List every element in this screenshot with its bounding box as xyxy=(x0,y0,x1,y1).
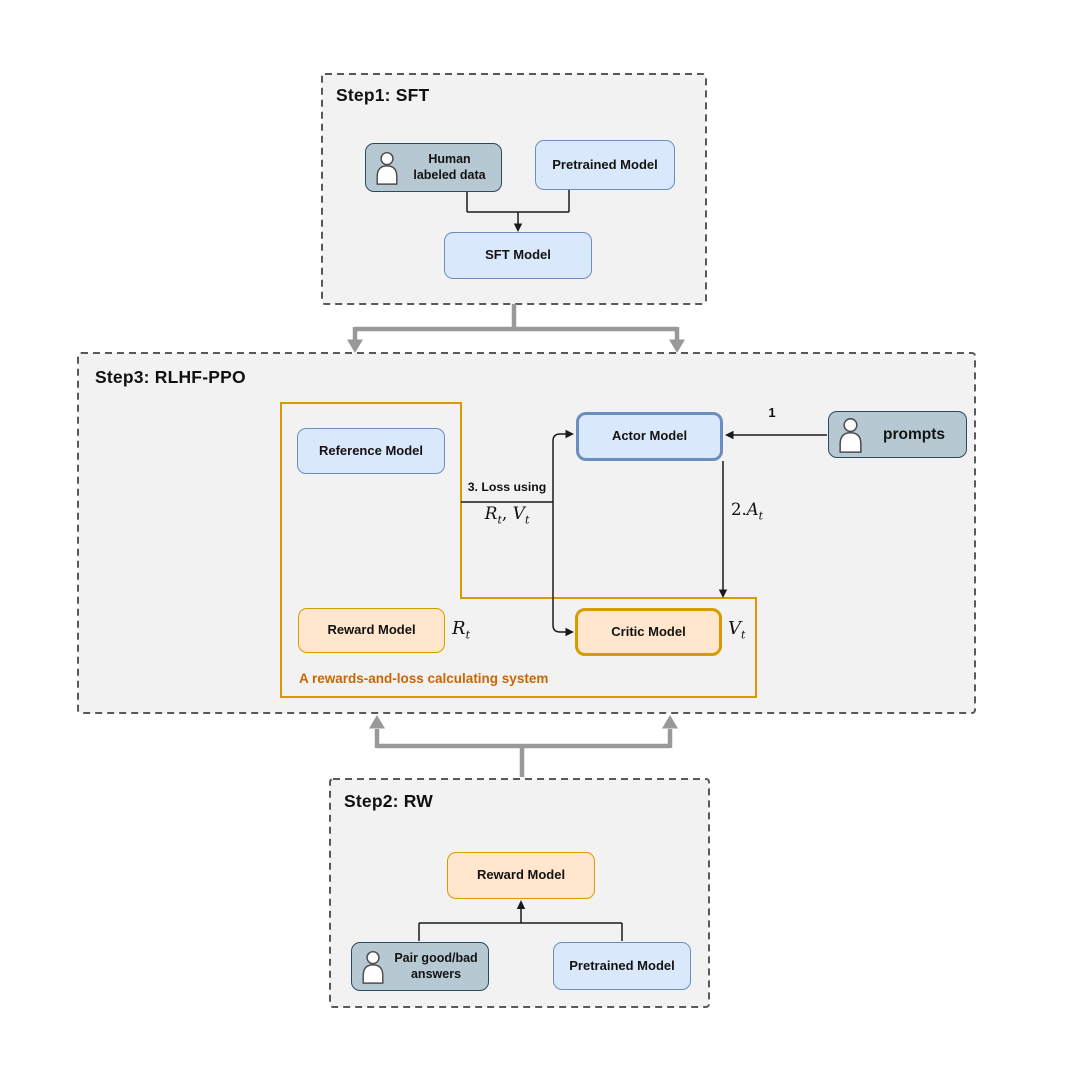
rt-label: Rt xyxy=(452,618,470,642)
math-two: 2. xyxy=(731,500,747,519)
actor-model-box: Actor Model xyxy=(576,412,723,461)
arrowhead-loss-actor xyxy=(565,429,574,439)
reference-model-box: Reference Model xyxy=(297,428,445,474)
step2-title: Step2: RW xyxy=(344,791,433,811)
arrowhead-sft xyxy=(513,223,523,232)
advantage-label: 2.At xyxy=(731,500,764,523)
person-icon xyxy=(376,151,398,185)
person-icon xyxy=(362,950,384,984)
step2-merge-connector xyxy=(418,908,623,941)
step2-to-step3-connector xyxy=(374,729,673,777)
vt-label: Vt xyxy=(728,618,746,642)
math-sub-t: t xyxy=(497,513,502,527)
pair-answers-label: Pair good/bad answers xyxy=(390,951,488,982)
human-labeled-data-label: Human labeled data xyxy=(404,152,501,183)
math-v: V xyxy=(728,618,741,639)
math-sub-t: t xyxy=(741,628,746,642)
human-labeled-data-box: Human labeled data xyxy=(365,143,502,192)
reward-model-box-step2: Reward Model xyxy=(447,852,595,899)
arrowhead-down-left xyxy=(347,339,363,353)
math-comma: , xyxy=(501,504,513,524)
arrowhead-prompts xyxy=(725,430,734,440)
math-r: R xyxy=(484,504,498,524)
rewards-loss-system-region xyxy=(280,402,757,698)
math-sub-t: t xyxy=(465,628,470,642)
gray-stage-connectors xyxy=(352,304,680,777)
step1-title: Step1: SFT xyxy=(336,85,430,105)
math-sub-t: t xyxy=(524,513,530,527)
arrowhead-down-right xyxy=(669,339,685,353)
arrowhead-loss-critic xyxy=(565,627,574,637)
rewards-loss-region-path xyxy=(280,402,757,698)
math-r: R xyxy=(452,618,466,639)
math-a: A xyxy=(746,500,759,519)
arrowhead-up-left xyxy=(369,715,385,729)
step1-panel xyxy=(321,73,707,305)
loss-split-connector xyxy=(461,433,566,633)
label-line: answers xyxy=(410,966,462,981)
loss-using-label: 3. Loss using xyxy=(467,480,547,494)
arrowhead-advantage xyxy=(718,589,728,598)
gray-arrowheads xyxy=(347,339,685,729)
step1-to-step3-connector xyxy=(352,304,680,341)
math-sub-t: t xyxy=(758,509,764,523)
prompts-box: prompts xyxy=(828,411,967,458)
pretrained-model-box-step1: Pretrained Model xyxy=(535,140,675,190)
pretrained-model-box-step2: Pretrained Model xyxy=(553,942,691,990)
reward-model-box-step3: Reward Model xyxy=(298,608,445,653)
math-v: V xyxy=(512,504,525,524)
step3-title: Step3: RLHF-PPO xyxy=(95,367,246,387)
system-caption: A rewards-and-loss calculating system xyxy=(299,671,549,686)
step1-merge-connector xyxy=(466,190,570,224)
label-line: Human xyxy=(428,151,471,166)
arrowhead-up-right xyxy=(662,715,678,729)
step3-panel xyxy=(77,352,976,714)
rt-vt-label: Rt, Vt xyxy=(461,504,553,527)
label-line: labeled data xyxy=(413,167,486,182)
arrowhead-reward xyxy=(516,900,526,909)
prompts-label: prompts xyxy=(883,425,945,443)
pair-answers-box: Pair good/bad answers xyxy=(351,942,489,991)
black-arrowheads xyxy=(513,223,734,909)
black-connectors xyxy=(418,190,827,941)
sft-model-box: SFT Model xyxy=(444,232,592,279)
person-icon xyxy=(839,417,862,453)
critic-model-box: Critic Model xyxy=(575,608,722,656)
arrow1-label: 1 xyxy=(768,405,776,420)
label-line: Pair good/bad xyxy=(394,950,478,965)
